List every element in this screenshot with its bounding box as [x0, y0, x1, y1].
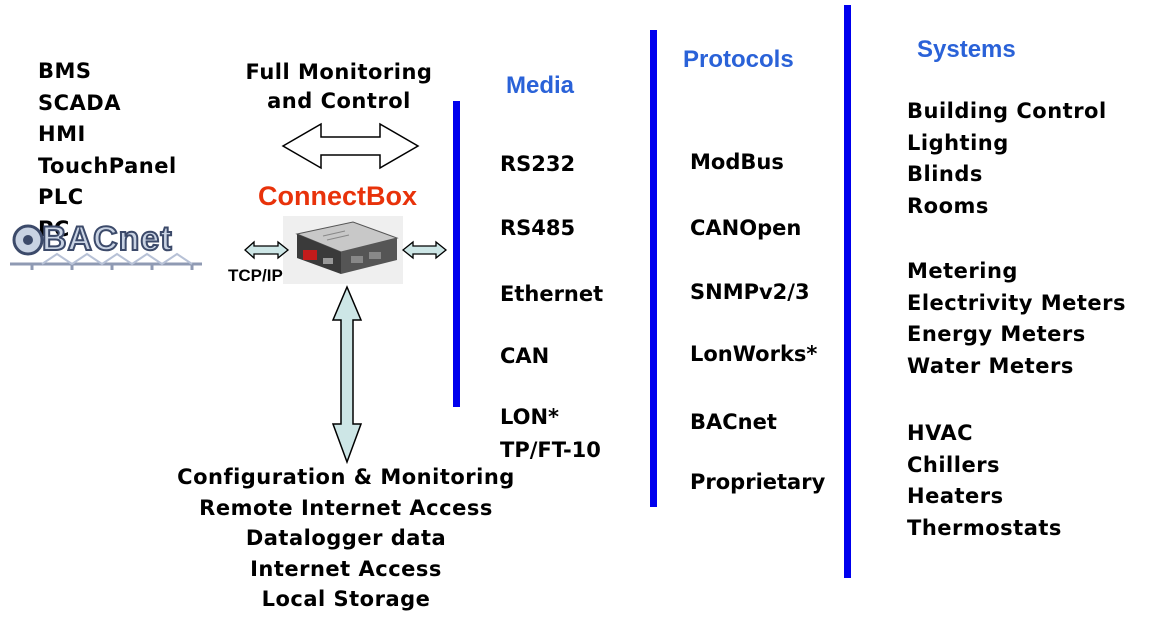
- client-list: BMS SCADA HMI TouchPanel PLC PC: [38, 56, 177, 245]
- systems-group-building: Building Control Lighting Blinds Rooms: [907, 96, 1107, 222]
- client-scada: SCADA: [38, 90, 121, 115]
- protocols-title: Protocols: [683, 46, 794, 73]
- protocol-modbus: ModBus: [690, 150, 784, 174]
- divider-protocols: [650, 30, 657, 507]
- media-lon: LON*: [500, 405, 560, 429]
- divider-media: [453, 101, 460, 407]
- system-thermostats: Thermostats: [907, 515, 1062, 540]
- system-hvac: HVAC: [907, 421, 974, 445]
- full-monitoring-line2: and Control: [267, 89, 411, 113]
- full-monitoring-line1: Full Monitoring: [245, 60, 433, 84]
- client-hmi: HMI: [38, 122, 86, 146]
- client-bms: BMS: [38, 59, 92, 83]
- protocol-bacnet: BACnet: [690, 410, 777, 434]
- systems-group-hvac: HVAC Chillers Heaters Thermostats: [907, 418, 1062, 544]
- protocol-lonworks: LonWorks*: [690, 342, 818, 366]
- connectbox-device-graphic: [295, 221, 399, 274]
- media-can: CAN: [500, 344, 550, 368]
- system-chillers: Chillers: [907, 452, 1001, 477]
- media-rs485: RS485: [500, 216, 576, 240]
- system-building-control: Building Control: [907, 99, 1107, 123]
- tcpip-label: TCP/IP: [228, 266, 283, 285]
- systems-group-metering: Metering Electrivity Meters Energy Meter…: [907, 256, 1126, 382]
- bacnet-logo-graphic: [10, 224, 202, 270]
- bottom-item-remote-access: Remote Internet Access: [199, 495, 493, 520]
- client-plc: PLC: [38, 185, 84, 209]
- systems-title: Systems: [917, 36, 1016, 63]
- bacnet-logo: BACnet: [2, 216, 220, 272]
- bottom-item-configuration: Configuration & Monitoring: [177, 465, 515, 489]
- bottom-item-local-storage: Local Storage: [261, 587, 431, 611]
- bottom-item-datalogger: Datalogger data: [245, 526, 447, 550]
- bacnet-logo-text: BACnet: [41, 219, 173, 259]
- system-energy-meters: Energy Meters: [907, 322, 1086, 346]
- bottom-item-internet-access: Internet Access: [250, 556, 442, 581]
- full-monitoring-label: Full Monitoring and Control: [228, 58, 450, 116]
- connectbox-device-image: [283, 216, 403, 284]
- media-title: Media: [506, 72, 575, 99]
- client-pc: PC: [38, 216, 70, 241]
- system-metering: Metering: [907, 259, 1018, 283]
- divider-systems: [844, 5, 851, 578]
- media-ethernet: Ethernet: [500, 282, 604, 306]
- system-heaters: Heaters: [907, 484, 1004, 508]
- system-blinds: Blinds: [907, 162, 983, 186]
- system-electricity-meters: Electrivity Meters: [907, 290, 1127, 315]
- protocol-proprietary: Proprietary: [690, 470, 826, 494]
- client-touchpanel: TouchPanel: [38, 153, 177, 178]
- system-lighting: Lighting: [907, 130, 1009, 155]
- bottom-list: Configuration & Monitoring Remote Intern…: [140, 462, 552, 615]
- system-rooms: Rooms: [907, 193, 989, 218]
- media-rs232: RS232: [500, 152, 576, 176]
- system-water-meters: Water Meters: [907, 353, 1074, 378]
- media-tpft10: TP/FT-10: [500, 438, 601, 462]
- protocol-snmp: SNMPv2/3: [690, 280, 810, 304]
- connectbox-label: ConnectBox: [258, 181, 418, 211]
- protocol-canopen: CANOpen: [690, 216, 802, 240]
